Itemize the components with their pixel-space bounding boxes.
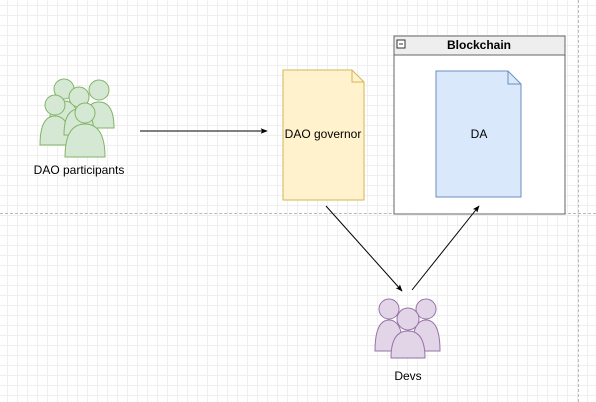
da-node[interactable] — [435, 70, 522, 198]
da-label: DA — [470, 127, 488, 141]
blockchain-title: Blockchain — [446, 38, 512, 52]
users-icon[interactable] — [374, 298, 441, 359]
dao-governor-label: DAO governor — [284, 127, 362, 141]
edge-devs-to-da[interactable] — [411, 205, 480, 291]
devs-label: Devs — [394, 369, 422, 383]
collapse-icon[interactable] — [396, 39, 406, 49]
page-break-horizontal — [0, 213, 596, 214]
users-icon[interactable] — [39, 78, 115, 158]
dao-participants-label: DAO participants — [33, 163, 125, 177]
page-break-vertical — [578, 0, 579, 402]
edge-governor-to-devs[interactable] — [325, 205, 403, 292]
dao-governor-node[interactable] — [282, 69, 365, 201]
